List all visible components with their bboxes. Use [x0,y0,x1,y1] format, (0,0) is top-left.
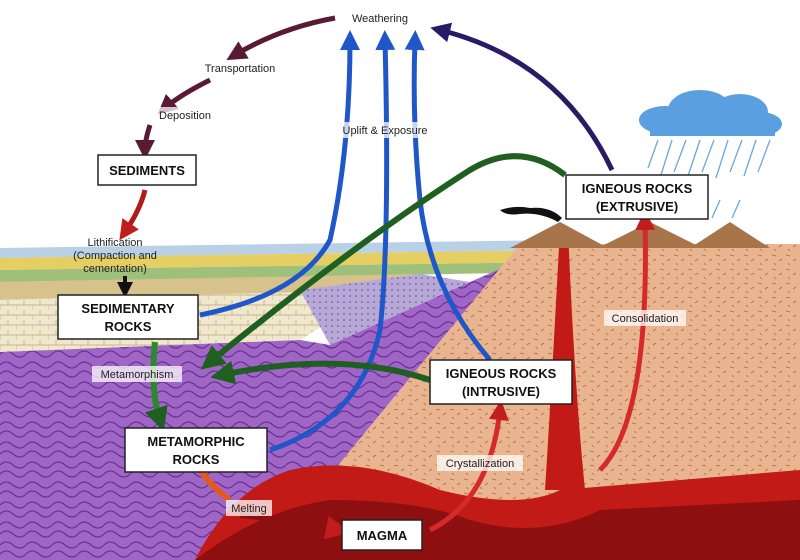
box-magma: MAGMA [341,519,423,551]
layer-dots [300,274,470,345]
box-extrusive-line-2: (EXTRUSIVE) [596,199,678,214]
lithification-line-2: (Compaction and [73,250,157,262]
arrow-deposition-to-sediments [135,124,156,160]
box-metamorphic-line-1: METAMORPHIC [147,434,245,449]
mountain-1 [510,222,608,248]
label-weathering: Weathering [352,13,408,25]
arrow-melting-to-magma [239,512,350,540]
arrow-transportation-to-deposition [157,77,212,115]
volcano-conduit [545,228,585,490]
box-sediments-label: SEDIMENTS [109,163,185,178]
volcano-smoke [500,206,562,222]
arrow-uplift-left [199,30,360,318]
box-sedimentary-line-1: SEDIMENTARY [81,301,175,316]
box-igneous-extrusive: IGNEOUS ROCKS (EXTRUSIVE) [565,174,709,220]
ground-layers [0,228,800,560]
label-bg-consolidation [604,310,686,326]
arrow-uplift-center [269,30,396,453]
arrow-extrusive-to-weathering [430,22,615,172]
arrow-magma-to-intrusive [428,400,509,533]
layer-yellow-1 [0,250,560,270]
mountain-3 [690,222,770,248]
arrow-weathering-to-transportation [226,15,336,61]
box-extrusive-line-1: IGNEOUS ROCKS [582,181,693,196]
label-consolidation: Consolidation [612,313,679,325]
arrow-sediments-to-lithification [119,189,148,241]
label-bg-deposition [150,107,220,123]
lithification-line-3: cementation) [83,263,147,275]
lithification-line-1: Lithification [87,237,142,249]
mountain-2 [598,222,702,248]
box-intrusive-line-1: IGNEOUS ROCKS [446,366,557,381]
label-melting: Melting [231,503,266,515]
box-igneous-intrusive: IGNEOUS ROCKS (INTRUSIVE) [429,359,573,405]
box-sedimentary-rocks: SEDIMENTARY ROCKS [57,294,199,340]
box-sediments: SEDIMENTS [97,154,197,186]
layer-blue [0,240,560,258]
box-metamorphic-line-2: ROCKS [173,452,220,467]
label-lithification: Lithification (Compaction and cementatio… [73,237,157,275]
label-bg-uplift [333,122,437,138]
label-bg-melting [226,500,272,516]
metamorphic-zone [0,260,520,560]
box-sedimentary-line-2: ROCKS [105,319,152,334]
label-bg-crystallization [437,455,523,471]
arrow-metamorphic-to-melting [197,468,232,503]
arrow-intrusive-to-metamorphism [210,360,431,385]
label-transportation: Transportation [205,63,276,75]
label-metamorphism: Metamorphism [101,369,174,381]
box-intrusive-line-2: (INTRUSIVE) [462,384,540,399]
label-crystallization: Crystallization [446,458,514,470]
rain-cloud [639,90,782,219]
label-uplift: Uplift & Exposure [343,125,428,137]
label-bg-metamorphism [92,366,182,382]
label-deposition: Deposition [159,110,211,122]
mountains [510,222,770,248]
arrow-sedimentary-to-metamorphic [144,341,168,432]
box-metamorphic-rocks: METAMORPHIC ROCKS [124,427,268,473]
arrow-extrusive-to-metamorphism [200,153,567,370]
label-bg-transportation [190,60,290,76]
box-magma-label: MAGMA [357,528,408,543]
arrow-magma-to-extrusive [598,210,656,472]
layer-green [0,262,560,282]
